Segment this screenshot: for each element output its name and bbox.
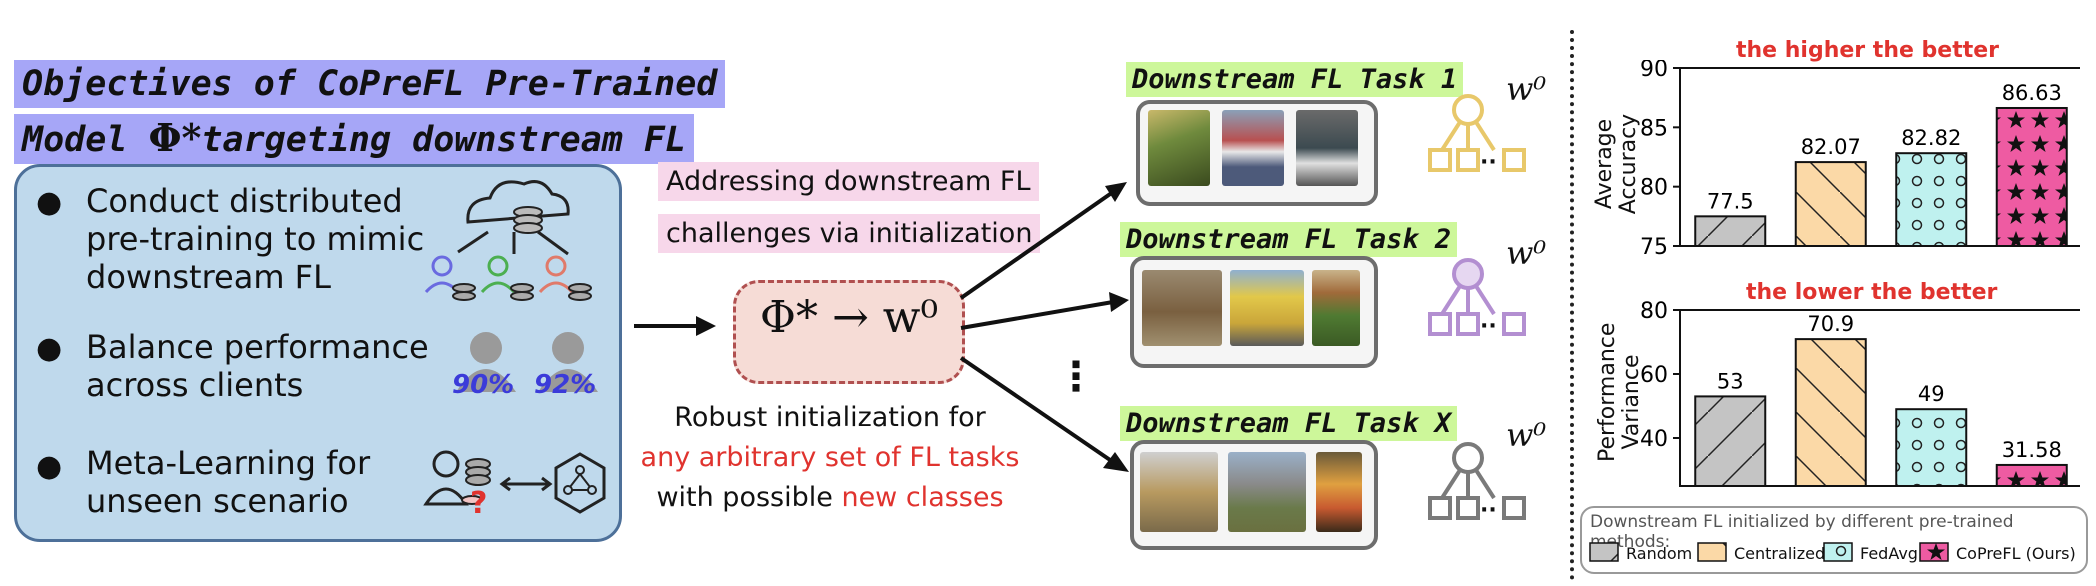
task-x-title: Downstream FL Task X: [1120, 406, 1458, 441]
arrows-to-tasks: [959, 182, 1129, 472]
legend-label-coprefl: CoPreFL (Ours): [1956, 544, 2076, 563]
bullet-1-line-1: Conduct distributed: [86, 182, 403, 220]
chart-1-ytick-label-85: 85: [1640, 116, 1668, 141]
vertical-dots: ⋮: [1056, 354, 1096, 400]
challenge-line-1: Addressing downstream FL: [658, 162, 1039, 201]
fruit-thumbnail: [1316, 452, 1362, 532]
chart-2-ytick-label-60: 60: [1640, 363, 1668, 388]
elephant-thumbnail: [1228, 452, 1306, 532]
meta-learning-icon: [423, 450, 606, 514]
bar-label-centralized-chart-2: 70.9: [1807, 312, 1854, 336]
bar-centralized-chart-2: [1794, 338, 1867, 487]
task-2-model-icon: [1428, 258, 1526, 336]
chart-1-ytick-label-90: 90: [1640, 60, 1668, 82]
task-x-ellipsis: ··: [1480, 498, 1497, 523]
charts-svg: 75 80 85 90 77.5 82.07 82.82 86.63 40 60 80 53 70.9 4…: [1640, 60, 2080, 488]
task-x-model-icon: [1428, 442, 1526, 520]
legend-swatch-centralized: [1697, 542, 1727, 562]
section-divider: [1570, 30, 1574, 580]
bullet-2-line-1: Balance performance: [86, 328, 429, 366]
task-2-title: Downstream FL Task 2: [1120, 222, 1458, 257]
glass-thumbnail: [1140, 452, 1218, 532]
task-1-title: Downstream FL Task 1: [1126, 62, 1464, 97]
bird-thumbnail: [1296, 110, 1358, 186]
robust-line-1: Robust initialization for: [674, 402, 986, 433]
bus-thumbnail: [1230, 270, 1304, 346]
task-2-weight-label: w⁰: [1506, 234, 1547, 272]
task-1-ellipsis: ··: [1480, 150, 1497, 175]
legend-swatch-random: [1589, 542, 1619, 562]
chart-1-ytick-label-75: 75: [1640, 235, 1668, 260]
chart-2-title: the lower the better: [1746, 280, 1998, 305]
task-2-ellipsis: ··: [1480, 314, 1497, 339]
task-1-model-icon: [1428, 94, 1526, 172]
chart-2-ytick-label-80: 80: [1640, 299, 1668, 324]
bullet-dot-3: ●: [36, 449, 63, 484]
task-x-weight-label: w⁰: [1506, 416, 1547, 454]
bullet-1-line-2: pre-training to mimic: [86, 220, 425, 258]
bullet-3-line-2: unseen scenario: [86, 482, 349, 520]
bullet-1-line-3: downstream FL: [86, 258, 331, 296]
bar-label-fedavg-chart-1: 82.82: [1901, 126, 1961, 150]
robust-init-text: Robust initialization for any arbitrary …: [620, 398, 1040, 518]
cloud-clients-icon: [424, 180, 592, 301]
robust-line-3a: with possible: [656, 482, 833, 513]
bar-centralized-chart-1: [1794, 161, 1867, 247]
bar-label-random-chart-1: 77.5: [1707, 189, 1754, 213]
chart-1-frame: [1679, 67, 2080, 247]
arrow-to-formula: [634, 316, 716, 336]
title-targeting: targeting downstream FL: [201, 120, 687, 160]
legend-label-fedavg: FedAvg: [1860, 544, 1918, 563]
legend-swatch-fedavg: [1823, 542, 1853, 562]
bullet-balance-performance: Balance performance across clients: [86, 328, 429, 404]
mushroom-thumbnail: [1312, 270, 1360, 346]
objectives-title-line2: Model Φ*targeting downstream FL: [14, 114, 695, 164]
bullet-dot-2: ●: [36, 331, 63, 366]
robust-line-3b: new classes: [841, 482, 1004, 513]
legend-label-centralized: Centralized: [1734, 544, 1826, 563]
bullet-2-line-2: across clients: [86, 366, 304, 404]
chart-2-ytick-label-40: 40: [1640, 427, 1668, 452]
bar-coprefl-ours-chart-1: [1995, 106, 2068, 248]
legend-swatch-coprefl: [1919, 542, 1949, 562]
bullet-meta-learning: Meta-Learning for unseen scenario: [86, 444, 370, 520]
bar-label-coprefl-ours-chart-2: 31.58: [2002, 438, 2062, 462]
challenge-line-2: challenges via initialization: [658, 214, 1041, 253]
bar-label-coprefl-ours-chart-1: 86.63: [2002, 81, 2062, 105]
bullet-distributed-pretraining: Conduct distributed pre-training to mimi…: [86, 182, 424, 296]
bar-fedavg-chart-2: [1895, 408, 1968, 488]
chart-2-frame: [1679, 309, 2080, 487]
client-accuracy-92: 92%: [534, 370, 597, 400]
bar-label-fedavg-chart-2: 49: [1918, 382, 1945, 406]
objectives-title-line1: Objectives of CoPreFL Pre-Trained: [14, 60, 726, 108]
bar-random-chart-1: [1694, 215, 1767, 247]
chart-1-ytick-label-80: 80: [1640, 176, 1668, 201]
client-avatars-icon: [456, 332, 598, 392]
legend-items: [1588, 540, 2088, 570]
bar-coprefl-ours-chart-2: [1995, 463, 2068, 487]
bar-label-centralized-chart-1: 82.07: [1801, 135, 1861, 159]
butterfly-thumbnail: [1148, 110, 1210, 186]
legend-swatches: [1589, 542, 1949, 562]
client-accuracy-90: 90%: [452, 370, 515, 400]
question-mark: ?: [470, 486, 488, 521]
lion-thumbnail: [1142, 270, 1222, 346]
formula-box: [733, 280, 965, 384]
legend-label-random: Random: [1626, 544, 1693, 563]
bullet-dot-1: ●: [36, 185, 63, 220]
chart-1-title: the higher the better: [1736, 38, 2000, 63]
title-model-word: Model: [22, 120, 128, 160]
robust-line-2: any arbitrary set of FL tasks: [640, 442, 1020, 473]
bullet-3-line-1: Meta-Learning for: [86, 444, 371, 482]
bar-random-chart-2: [1694, 395, 1767, 487]
phi-star-symbol: Φ*: [148, 115, 202, 160]
flag-thumbnail: [1222, 110, 1284, 186]
bar-fedavg-chart-1: [1895, 152, 1968, 247]
legend-box: [1580, 506, 2088, 574]
bar-label-random-chart-2: 53: [1717, 369, 1744, 393]
formula-text: Φ* → w⁰: [759, 292, 939, 343]
task-1-weight-label: w⁰: [1506, 70, 1547, 108]
